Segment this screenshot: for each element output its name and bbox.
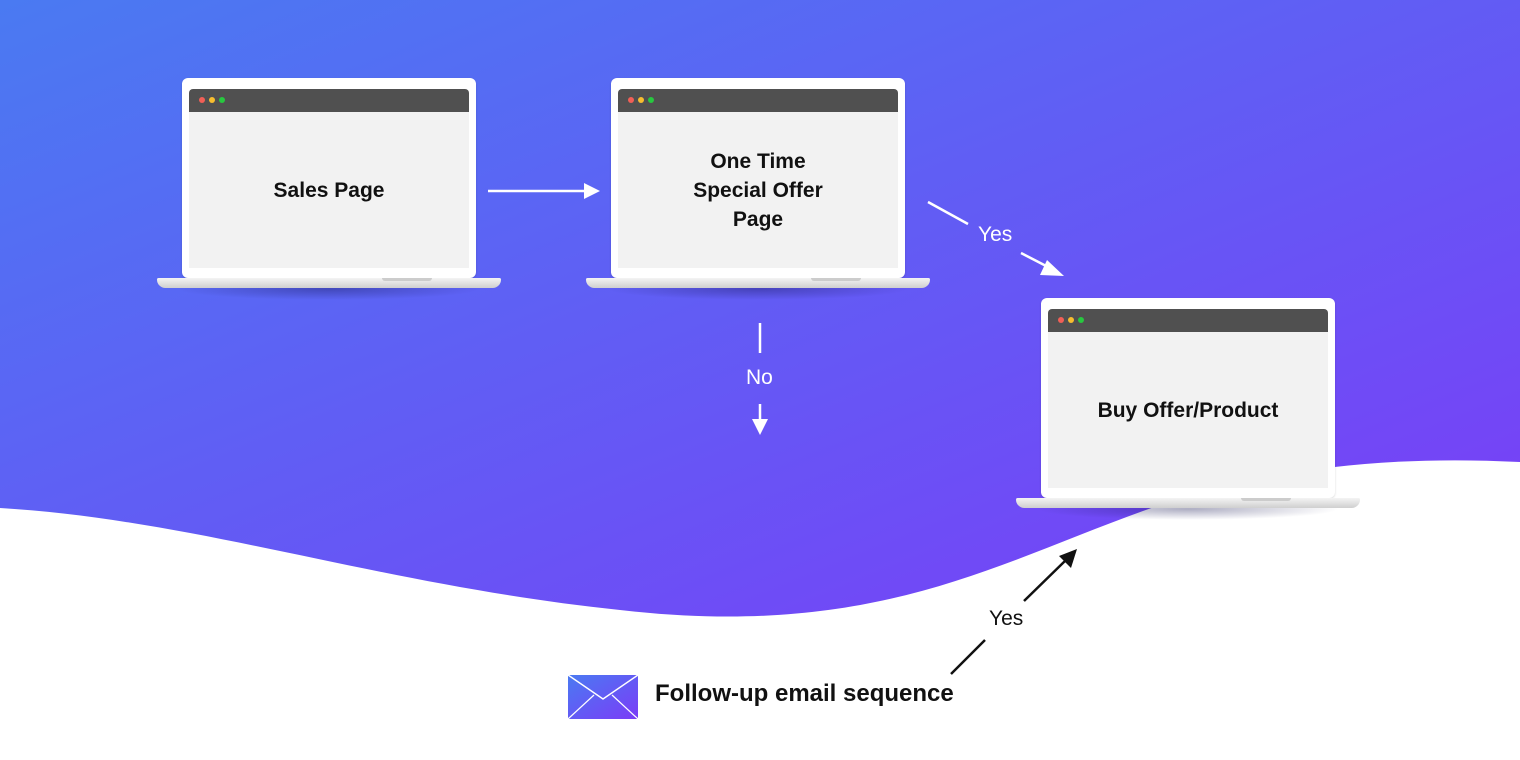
laptop-base	[1016, 498, 1360, 508]
laptop-notch	[382, 278, 432, 281]
laptop-notch	[1241, 498, 1291, 501]
arrow-sales-to-offer	[488, 183, 600, 199]
close-dot-icon	[1058, 317, 1064, 323]
node-follow-up-email: Follow-up email sequence	[655, 680, 954, 707]
laptop-screen: Buy Offer/Product	[1041, 298, 1335, 498]
edge-label-offer-yes: Yes	[978, 223, 1013, 246]
laptop-base	[157, 278, 501, 288]
minimize-dot-icon	[638, 97, 644, 103]
close-dot-icon	[628, 97, 634, 103]
maximize-dot-icon	[219, 97, 225, 103]
laptop-sales-page: Sales Page	[157, 78, 501, 318]
browser-bar	[1048, 309, 1328, 332]
node-one-time-offer: One Time Special Offer Page	[618, 112, 898, 268]
laptop-base	[586, 278, 930, 288]
browser-bar	[189, 89, 469, 112]
maximize-dot-icon	[1078, 317, 1084, 323]
laptop-one-time-offer: One Time Special Offer Page	[586, 78, 930, 318]
minimize-dot-icon	[209, 97, 215, 103]
minimize-dot-icon	[1068, 317, 1074, 323]
browser-bar	[618, 89, 898, 112]
laptop-screen: One Time Special Offer Page	[611, 78, 905, 278]
node-sales-page: Sales Page	[189, 112, 469, 268]
edge-label-offer-no: No	[746, 366, 773, 389]
maximize-dot-icon	[648, 97, 654, 103]
edge-label-email-yes: Yes	[989, 607, 1024, 630]
envelope-icon	[568, 675, 638, 719]
close-dot-icon	[199, 97, 205, 103]
laptop-screen: Sales Page	[182, 78, 476, 278]
arrow-offer-no	[752, 323, 768, 435]
arrow-offer-yes	[927, 200, 1064, 276]
node-buy-offer: Buy Offer/Product	[1048, 332, 1328, 488]
arrow-email-yes	[950, 549, 1077, 675]
laptop-notch	[811, 278, 861, 281]
laptop-buy-offer: Buy Offer/Product	[1016, 298, 1360, 538]
